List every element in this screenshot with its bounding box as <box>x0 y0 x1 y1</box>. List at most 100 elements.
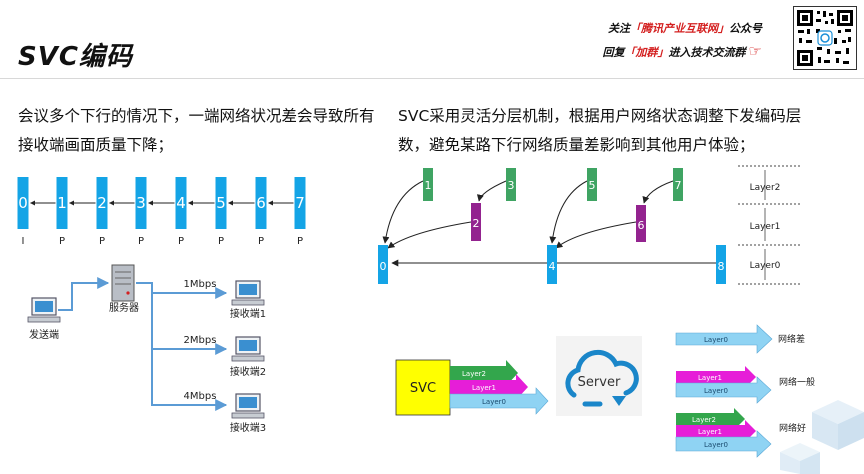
layer0-legend-label: Layer0 <box>750 261 781 271</box>
server-cloud-icon: Server <box>556 336 642 416</box>
svc-frame-8 <box>716 245 726 284</box>
frame-2-label: 2 <box>97 194 107 212</box>
svc-layer1-label: Layer1 <box>472 384 496 392</box>
poor-layer0-arrow <box>675 324 773 354</box>
svc-frame-5 <box>587 168 597 201</box>
promo-line2-suffix: 进入技术交流群 <box>668 46 746 59</box>
arrow-3-to-2 <box>476 180 507 202</box>
frame-7-type: P <box>297 236 303 247</box>
frame-1-type: P <box>59 236 65 247</box>
frame-1-label: 1 <box>57 194 67 212</box>
svc-frame-7 <box>673 168 683 201</box>
quality-levels: Layer0 网络差 Layer1 Layer0 网络一般 Layer2 Lay… <box>675 324 815 458</box>
left-description: 会议多个下行的情况下，一端网络状况差会导致所有接收端画面质量下降； <box>18 107 375 154</box>
svc-frame-4 <box>547 245 557 284</box>
promo-line1-suffix: 公众号 <box>729 22 762 35</box>
link-1-speed: 1Mbps <box>184 279 217 290</box>
receiver1-label: 接收端1 <box>230 307 266 320</box>
frame-0-label: 0 <box>18 194 28 212</box>
svc-layer2-arrow <box>450 360 518 386</box>
promo-line-1: 关注「腾讯产业互联网」公众号 <box>603 18 762 40</box>
poor-layer0-label: Layer0 <box>704 336 728 344</box>
good-layer0-label: Layer0 <box>704 441 728 449</box>
frame-3-type: P <box>138 236 144 247</box>
promo-block: 关注「腾讯产业互联网」公众号 回复「加群」进入技术交流群☞ <box>603 18 762 64</box>
title-divider <box>0 78 864 79</box>
arrow-5-to-4 <box>549 180 588 244</box>
link-2-speed: 2Mbps <box>184 335 217 346</box>
frame-6 <box>255 177 267 229</box>
svc-frame-5-label: 5 <box>589 179 596 192</box>
temporal-layers-diagram: 0 1 2 3 4 5 6 7 8 Layer2 Layer1 Layer0 <box>378 165 800 285</box>
svc-layer0-arrow <box>449 387 549 415</box>
arrow-7-to-6 <box>642 180 674 204</box>
layer1-legend-label: Layer1 <box>750 222 781 232</box>
medium-layer0-arrow <box>675 376 772 404</box>
sender-label: 发送端 <box>29 328 59 341</box>
good-layer1-arrow <box>676 420 756 442</box>
svc-box <box>395 359 451 416</box>
arrow-1-to-0 <box>382 180 424 244</box>
svc-frame-1 <box>423 168 433 201</box>
frame-4 <box>175 177 187 229</box>
link-3-speed: 4Mbps <box>184 391 217 402</box>
arrow-2-to-0 <box>387 221 472 249</box>
svc-encoder-block: SVC Layer2 Layer1 Layer0 <box>395 359 549 416</box>
frame-3 <box>135 177 147 229</box>
svc-frame-0 <box>378 245 388 284</box>
medium-layer1-label: Layer1 <box>698 374 722 382</box>
frame-0-type: I <box>22 236 25 247</box>
medium-layer0-label: Layer0 <box>704 387 728 395</box>
svc-layer2-label: Layer2 <box>462 370 486 378</box>
svc-layer1-arrow <box>450 374 528 400</box>
sender-computer-icon <box>27 297 61 323</box>
promo-line-2: 回复「加群」进入技术交流群☞ <box>603 40 762 64</box>
receiver3-computer-icon <box>231 393 265 419</box>
page-title: SVC编码 <box>18 42 133 72</box>
receiver2-label: 接收端2 <box>230 365 266 378</box>
svc-frame-4-label: 4 <box>549 260 556 273</box>
server-cloud-label: Server <box>578 375 621 390</box>
frame-1 <box>56 177 68 229</box>
frame-4-label: 4 <box>176 194 186 212</box>
frame-5 <box>215 177 227 229</box>
server-to-receiver1-link <box>136 282 228 299</box>
quality-poor-label: 网络差 <box>778 333 805 345</box>
receiver3-label: 接收端3 <box>230 421 266 434</box>
receiver1-computer-icon <box>231 280 265 306</box>
svc-frame-3-label: 3 <box>508 179 515 192</box>
svc-frame-0-label: 0 <box>380 260 387 273</box>
svc-frame-8-label: 8 <box>718 260 725 273</box>
arrow-6-to-4 <box>555 221 637 249</box>
good-layer1-label: Layer1 <box>698 428 722 436</box>
frame-7-label: 7 <box>295 194 305 212</box>
medium-layer1-arrow <box>676 366 756 388</box>
server-to-receiver3-link <box>151 349 228 411</box>
frame-2 <box>96 177 108 229</box>
good-layer2-label: Layer2 <box>692 416 716 424</box>
pointing-hand-icon: ☞ <box>748 42 762 60</box>
svc-layer0-label: Layer0 <box>482 398 506 406</box>
frame-2-type: P <box>99 236 105 247</box>
layer2-legend-label: Layer2 <box>750 183 781 193</box>
sender-to-server-link <box>58 277 110 311</box>
frame-6-label: 6 <box>256 194 266 212</box>
svc-frame-6 <box>636 205 646 242</box>
receiver2-computer-icon <box>231 336 265 362</box>
frame-5-type: P <box>218 236 224 247</box>
frame-4-type: P <box>178 236 184 247</box>
svc-frame-1-label: 1 <box>425 179 432 192</box>
server-to-receiver2-link <box>151 293 228 355</box>
promo-line2-prefix: 回复 <box>602 46 625 59</box>
quality-medium-label: 网络一般 <box>779 376 815 388</box>
decorative-cubes-icon <box>780 400 864 474</box>
good-layer2-arrow <box>676 408 745 430</box>
frame-0 <box>17 177 29 229</box>
svc-frame-3 <box>506 168 516 201</box>
svc-frame-2 <box>471 203 481 241</box>
server-label: 服务器 <box>109 301 139 314</box>
frame-3-label: 3 <box>136 194 146 212</box>
promo-line1-prefix: 关注 <box>608 22 630 35</box>
svc-frame-2-label: 2 <box>473 217 480 230</box>
promo-line2-highlight: 「加群」 <box>624 46 669 59</box>
